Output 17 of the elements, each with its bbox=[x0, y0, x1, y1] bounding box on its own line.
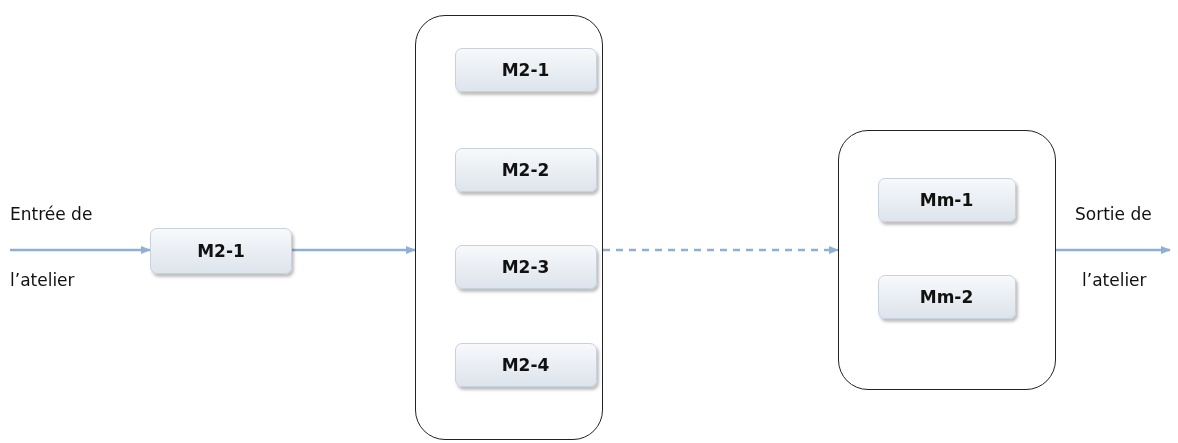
machine-box: Mm-2 bbox=[877, 274, 1016, 319]
machine-box: M2-2 bbox=[454, 147, 597, 192]
flow-label: l’atelier bbox=[10, 270, 75, 290]
machine-box: M2-1 bbox=[454, 47, 597, 92]
machine-box: M2-4 bbox=[454, 342, 597, 387]
group-container bbox=[415, 15, 603, 440]
arrow bbox=[292, 246, 416, 254]
group-container bbox=[838, 130, 1056, 390]
arrow bbox=[1056, 246, 1171, 254]
machine-box: M2-1 bbox=[150, 228, 292, 274]
flow-label: Entrée de bbox=[10, 204, 93, 224]
flow-label: l’atelier bbox=[1082, 270, 1147, 290]
machine-box: M2-3 bbox=[454, 244, 597, 289]
flow-label: Sortie de bbox=[1075, 204, 1152, 224]
machine-box: Mm-1 bbox=[877, 177, 1016, 222]
arrow bbox=[603, 246, 839, 254]
arrow bbox=[10, 246, 151, 254]
